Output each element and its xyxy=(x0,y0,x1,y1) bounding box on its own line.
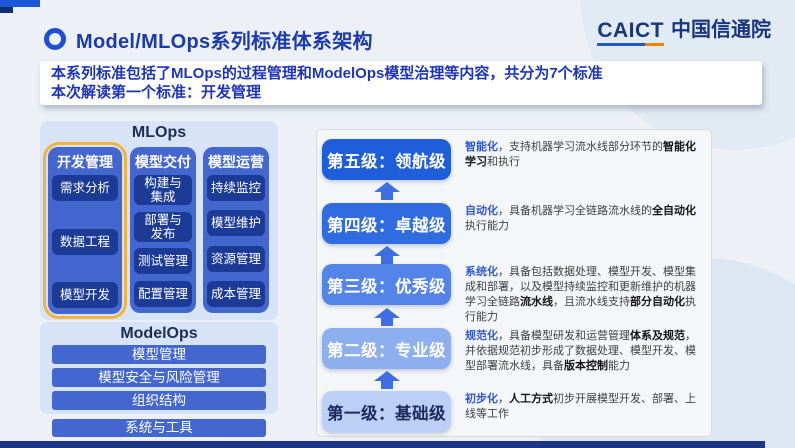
mlops-column: 开发管理需求分析数据工程模型开发 xyxy=(48,147,122,314)
mlops-item: 构建与 集成 xyxy=(134,175,192,205)
mlops-item: 数据工程 xyxy=(52,228,118,255)
caict-logo: CAICT 中国信通院 xyxy=(597,20,771,46)
intro-banner-line1: 本系列标准包括了MLOps的过程管理和ModelOps模型治理等内容，共分为7个… xyxy=(51,65,603,82)
mlops-item: 资源管理 xyxy=(207,245,265,272)
mlops-item: 测试管理 xyxy=(134,248,192,275)
mlops-column: 模型运营持续监控模型维护资源管理成本管理 xyxy=(203,147,269,313)
mlops-item: 部署与 发布 xyxy=(134,211,192,242)
modelops-title: ModelOps xyxy=(120,325,198,342)
caict-logo-text: CAICT xyxy=(597,19,664,42)
mlops-column-header: 开发管理 xyxy=(57,154,113,170)
maturity-level-keyword: 规范化 xyxy=(465,330,498,342)
maturity-level-box: 第二级：专业级 xyxy=(322,328,451,369)
maturity-level-desc: 系统化，具备包括数据处理、模型开发、模型集成和部署，以及模型持续监控和更新维护的… xyxy=(465,266,696,323)
level-up-arrow-head xyxy=(373,246,400,256)
mlops-item: 成本管理 xyxy=(207,280,265,307)
maturity-level-desc: 智能化，支持机器学习流水线部分环节的智能化学习和执行 xyxy=(465,141,696,168)
maturity-level-box: 第四级：卓越级 xyxy=(322,203,451,244)
mlops-item: 模型开发 xyxy=(52,282,118,308)
level-up-arrow-stem xyxy=(380,318,393,326)
level-up-arrow xyxy=(373,182,400,200)
mlops-item: 持续监控 xyxy=(207,175,265,201)
mlops-column-items: 持续监控模型维护资源管理成本管理 xyxy=(207,175,265,307)
maturity-level-desc: 初步化，人工方式初步开展模型开发、部署、上线等工作 xyxy=(465,393,696,420)
modelops-rows: 模型管理模型安全与风险管理组织结构 xyxy=(40,343,278,410)
level-up-arrow-stem xyxy=(380,381,393,389)
maturity-level-keyword: 系统化 xyxy=(465,266,498,278)
maturity-level-desc: 规范化，具备模型研发和运营管理体系及规范，并依据规范初步形成了数据处理、模型开发… xyxy=(465,330,696,372)
maturity-level-box: 第一级：基础级 xyxy=(322,391,451,432)
level-up-arrow xyxy=(373,246,400,264)
mlops-highlight-border: 开发管理需求分析数据工程模型开发 xyxy=(43,142,127,319)
level-up-arrow-stem xyxy=(380,256,393,264)
maturity-level-box: 第五级：领航级 xyxy=(322,139,451,180)
maturity-level-keyword: 初步化 xyxy=(465,393,498,405)
maturity-level-keyword: 自动化 xyxy=(465,205,498,217)
maturity-level-keyword: 智能化 xyxy=(465,141,498,153)
maturity-level-desc: 自动化，具备机器学习全链路流水线的全自动化执行能力 xyxy=(465,205,696,232)
level-up-arrow xyxy=(373,308,400,326)
systems-tools-bar: 系统与工具 xyxy=(52,419,266,437)
mlops-column: 模型交付构建与 集成部署与 发布测试管理配置管理 xyxy=(130,147,196,313)
maturity-level-box: 第三级：优秀级 xyxy=(322,264,451,305)
intro-banner: 本系列标准包括了MLOps的过程管理和ModelOps模型治理等内容，共分为7个… xyxy=(40,61,762,105)
level-up-arrow-stem xyxy=(380,192,393,200)
mlops-panel: MLOps 开发管理需求分析数据工程模型开发模型交付构建与 集成部署与 发布测试… xyxy=(40,121,278,320)
mlops-item: 配置管理 xyxy=(134,280,192,307)
maturity-panel: 第五级：领航级智能化，支持机器学习流水线部分环节的智能化学习和执行第四级：卓越级… xyxy=(316,129,712,437)
mlops-item: 需求分析 xyxy=(52,175,118,201)
footer-accent-bar xyxy=(0,441,765,448)
mlops-item: 模型维护 xyxy=(207,210,265,237)
maturity-level-row: 第四级：卓越级自动化，具备机器学习全链路流水线的全自动化执行能力 xyxy=(322,203,705,244)
caict-logo-underline xyxy=(597,43,664,46)
level-up-arrow xyxy=(373,371,400,389)
title-ring-icon xyxy=(44,28,66,50)
intro-banner-line2: 本次解读第一个标准：开发管理 xyxy=(51,84,262,101)
mlops-title: MLOps xyxy=(131,124,187,141)
maturity-level-row: 第一级：基础级初步化，人工方式初步开展模型开发、部署、上线等工作 xyxy=(322,391,705,432)
mlops-column-header: 模型运营 xyxy=(208,154,264,170)
caict-logo-en-wrap: CAICT xyxy=(597,20,664,46)
modelops-row: 组织结构 xyxy=(52,391,266,410)
mlops-column-items: 需求分析数据工程模型开发 xyxy=(52,175,118,308)
decor-top-accent-bar-dark xyxy=(0,7,13,13)
page-title: Model/MLOps系列标准体系架构 xyxy=(76,31,373,53)
level-up-arrow-head xyxy=(373,308,400,318)
mlops-column-header: 模型交付 xyxy=(135,154,191,170)
modelops-row: 模型管理 xyxy=(52,345,266,364)
maturity-level-row: 第二级：专业级规范化，具备模型研发和运营管理体系及规范，并依据规范初步形成了数据… xyxy=(322,328,705,374)
caict-logo-chinese: 中国信通院 xyxy=(671,19,771,41)
modelops-panel: ModelOps 模型管理模型安全与风险管理组织结构 xyxy=(40,322,278,414)
level-up-arrow-head xyxy=(373,371,400,381)
maturity-level-row: 第五级：领航级智能化，支持机器学习流水线部分环节的智能化学习和执行 xyxy=(322,139,705,180)
modelops-row: 模型安全与风险管理 xyxy=(52,368,266,387)
mlops-column-items: 构建与 集成部署与 发布测试管理配置管理 xyxy=(134,175,192,307)
level-up-arrow-head xyxy=(373,182,400,192)
maturity-level-row: 第三级：优秀级系统化，具备包括数据处理、模型开发、模型集成和部署，以及模型持续监… xyxy=(322,264,705,325)
decor-top-accent-bar xyxy=(0,0,40,7)
